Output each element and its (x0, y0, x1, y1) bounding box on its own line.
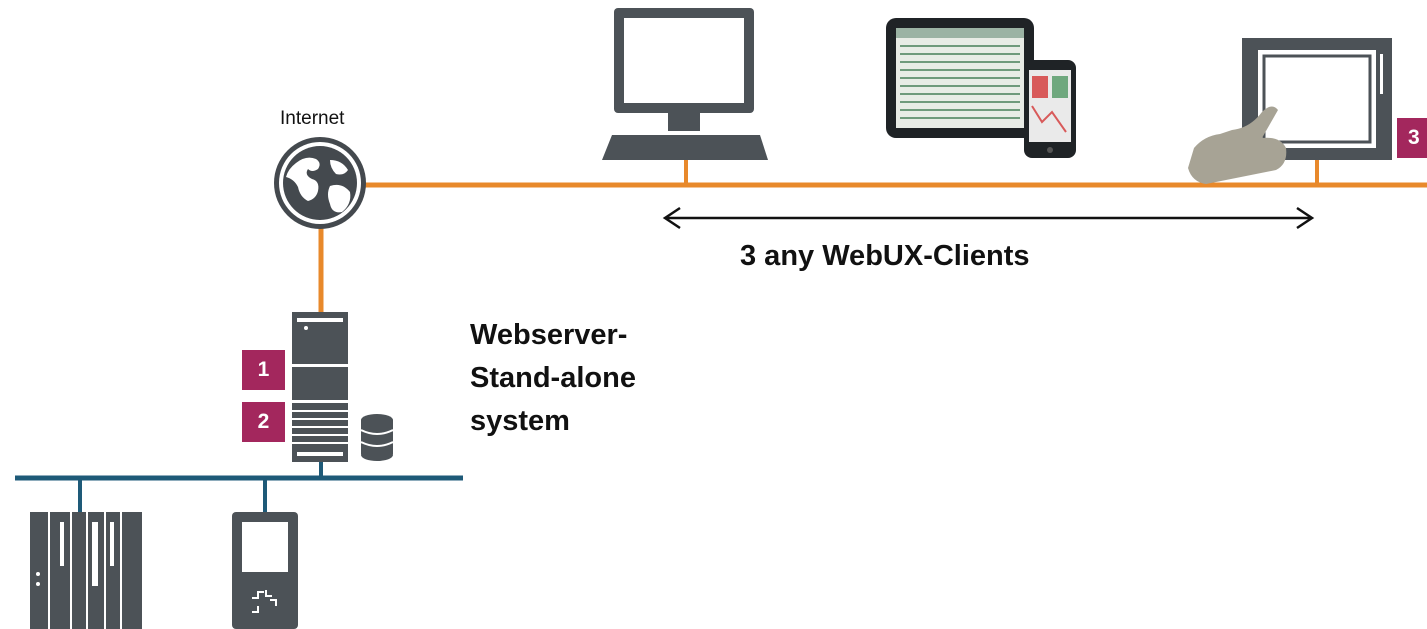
webserver-label-line2: Stand-alone (470, 362, 636, 394)
webux-clients-label: 3 any WebUX-Clients (740, 240, 1030, 272)
globe-icon (274, 137, 366, 229)
webserver-label: Webserver- Stand-alone system (470, 314, 636, 443)
client-badge-3: 3 (1397, 118, 1427, 158)
controller-device-icon (232, 512, 298, 629)
internet-label: Internet (280, 108, 345, 129)
desktop-monitor-icon (602, 8, 768, 160)
webserver-label-line1: Webserver- (470, 319, 628, 351)
server-badge-2: 2 (242, 402, 285, 442)
smartphone-icon (1024, 60, 1076, 158)
database-icon (360, 414, 394, 461)
webserver-label-line3: system (470, 405, 570, 437)
hand-pointer-icon (1188, 106, 1287, 184)
plc-rack-icon (30, 512, 142, 629)
server-badge-1: 1 (242, 350, 285, 390)
tablet-icon (886, 18, 1034, 138)
server-tower-icon (292, 312, 348, 462)
clients-range-arrow (662, 206, 1315, 230)
